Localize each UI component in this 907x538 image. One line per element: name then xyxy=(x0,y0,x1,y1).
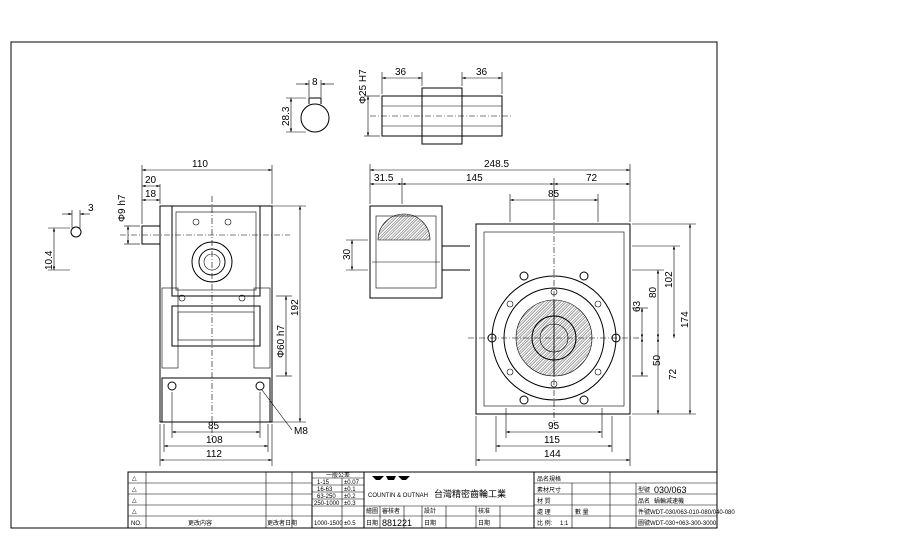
rev-mark-4: △ xyxy=(132,509,137,515)
tol-range-3: 63-250 xyxy=(317,494,336,500)
front-overall-length: 248.5 xyxy=(484,159,509,170)
checked-label: 審核者 xyxy=(382,507,400,515)
hollow-shaft-view: 36 36 Φ25 H7 xyxy=(358,67,512,145)
pilot-diameter: Φ60 h7 xyxy=(276,325,287,358)
company-name: 台灣精密齒輪工業 xyxy=(434,488,506,499)
date-value: 881221 xyxy=(382,518,412,528)
quantity-label: 數 量 xyxy=(575,508,589,516)
approve-label: 核准 xyxy=(478,507,490,515)
height-50: 50 xyxy=(652,354,663,366)
front-view: 248.5 31.5 145 72 85 30 63 80 102 174 50 xyxy=(342,159,696,466)
bottom-144: 144 xyxy=(544,449,561,460)
height-102: 102 xyxy=(664,271,675,288)
shaft-right-length: 36 xyxy=(476,67,488,78)
tol-value-3: ±0.2 xyxy=(344,494,356,500)
input-shaft-diameter: Φ9 h7 xyxy=(117,194,128,222)
key-width-label: 8 xyxy=(312,77,318,88)
design-label: 設計 xyxy=(424,507,436,515)
top-width: 85 xyxy=(548,189,560,200)
drawn-label: 繪圖 xyxy=(366,507,378,515)
side-view: 110 20 18 Φ9 h7 3 10.4 192 Φ60 h7 xyxy=(44,159,308,466)
date-label: 日期 xyxy=(366,519,378,527)
sheet-border xyxy=(10,41,718,529)
bottom-95: 95 xyxy=(548,421,560,432)
side-height: 192 xyxy=(290,299,301,316)
shaft-bore-diameter: Φ25 H7 xyxy=(358,69,369,104)
company-logo xyxy=(372,476,410,480)
rev-mark-1: △ xyxy=(132,476,137,482)
brand-english: COUNTIN & OUTNAH xyxy=(368,493,428,499)
key-section-view: 8 28.3 xyxy=(281,77,334,133)
shaft-left-length: 36 xyxy=(395,67,407,78)
tol-value-2: ±0.1 xyxy=(344,487,356,493)
height-80: 80 xyxy=(648,286,659,298)
title-block: △ △ △ △ NO. 更改内容 更改者日期 一般公差 1-15 ±0.07 1… xyxy=(127,471,735,529)
height-174: 174 xyxy=(680,311,691,328)
no-label: NO. xyxy=(131,521,142,527)
finish-label: 處 理 xyxy=(537,508,551,516)
shaft-length: 18 xyxy=(145,189,157,200)
input-shaft-height: 30 xyxy=(342,248,353,260)
height-72: 72 xyxy=(668,368,679,380)
model-label: 型號 xyxy=(638,486,650,494)
model-value: 030/063 xyxy=(654,485,687,495)
key-depth-label: 28.3 xyxy=(281,106,292,126)
input-key-depth: 10.4 xyxy=(44,250,55,270)
tol-range-5: 1000-1500 xyxy=(314,521,343,527)
flange-offset: 72 xyxy=(586,173,598,184)
change-date-label: 更改者日期 xyxy=(267,519,297,527)
tol-range-4: 250-1000 xyxy=(314,501,340,507)
product-value: 蝸輪減速機 xyxy=(654,497,684,505)
tol-value-5: ±0.5 xyxy=(344,521,356,527)
product-label: 品名 xyxy=(638,497,650,505)
motor-offset: 31.5 xyxy=(374,173,394,184)
body-length: 145 xyxy=(466,173,483,184)
height-63: 63 xyxy=(632,300,643,312)
part-label: 件號 xyxy=(638,508,650,516)
tol-value-1: ±0.07 xyxy=(344,480,360,486)
rev-mark-2: △ xyxy=(132,487,137,493)
doc-value: WDT-030+063-300-3000 xyxy=(650,521,717,527)
base-width: 112 xyxy=(206,449,222,460)
date-label-3: 日期 xyxy=(478,519,490,527)
tol-range-2: 16-63 xyxy=(317,487,333,493)
tol-value-4: ±0.3 xyxy=(344,501,356,507)
material-label: 材 質 xyxy=(537,497,551,505)
date-label-2: 日期 xyxy=(424,519,436,527)
foot-width: 108 xyxy=(206,435,223,446)
shaft-offset: 20 xyxy=(145,175,157,186)
input-key-width: 3 xyxy=(88,203,94,214)
part-value: WDT-030/063-010-080/040-080 xyxy=(650,510,735,516)
drawing-name-label: 品名規格 xyxy=(537,475,561,483)
bolt-pitch: 85 xyxy=(208,421,220,432)
side-overall-width: 110 xyxy=(192,159,208,170)
material-size-label: 素材尺寸 xyxy=(537,486,561,494)
scale-label: 比 例: xyxy=(537,519,553,527)
rev-mark-3: △ xyxy=(132,498,137,504)
mounting-hole-label: M8 xyxy=(294,426,308,437)
tolerance-header: 一般公差 xyxy=(326,471,350,479)
tol-range-1: 1-15 xyxy=(317,480,330,486)
doc-label: 圖號 xyxy=(638,519,650,527)
scale-value: 1:1 xyxy=(560,521,569,527)
change-label: 更改内容 xyxy=(188,519,212,527)
bottom-115: 115 xyxy=(544,435,560,446)
